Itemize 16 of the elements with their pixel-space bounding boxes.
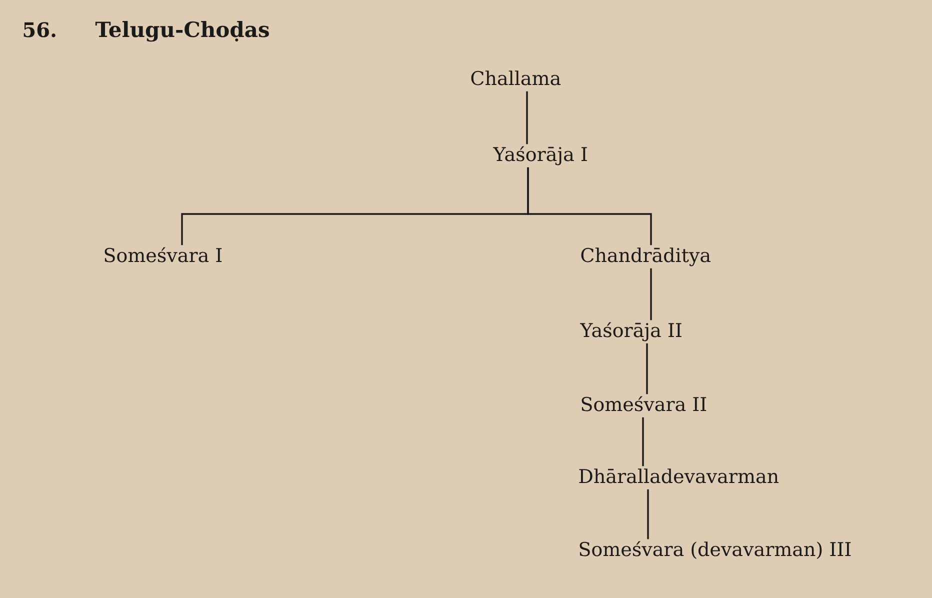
name-text: Someśvara II (582, 396, 706, 412)
title: Telugu-Choḍas (95, 21, 269, 42)
name-text: Challama (471, 70, 561, 86)
tree-line (526, 91, 528, 144)
tree-line (650, 268, 652, 320)
tree-line (646, 343, 648, 394)
name-text: Yaśorāja II (580, 322, 682, 342)
name-text: Someśvara (devavarman) III (580, 541, 851, 559)
tree-line (647, 489, 649, 540)
name-text: Chandrāditya (581, 248, 710, 266)
tree-line (642, 417, 644, 466)
tree-line (527, 167, 652, 246)
name-text: Yaśorāja I (492, 146, 587, 166)
section-number: 56. (24, 22, 56, 38)
name-text: Someśvara I (104, 247, 222, 262)
name-text: Dhāralladevavarman (579, 468, 779, 484)
